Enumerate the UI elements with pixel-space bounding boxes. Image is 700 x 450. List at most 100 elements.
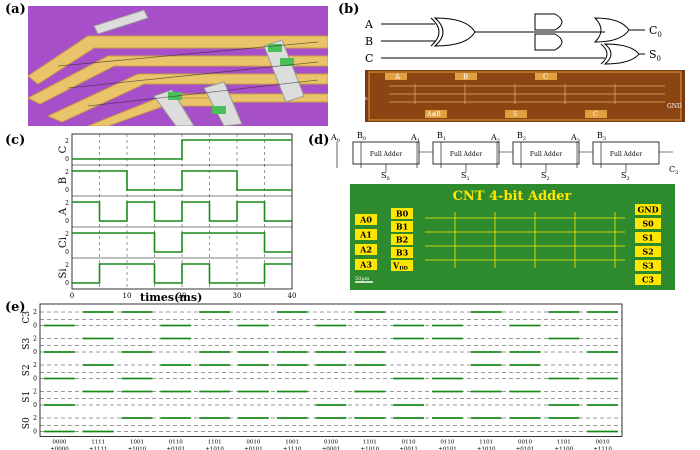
xtick-bottom: +0101 <box>516 447 535 450</box>
trace-Ci <box>72 232 292 253</box>
channel-label-S3: S3 <box>22 338 32 350</box>
channel-label-S0: S0 <box>22 417 32 429</box>
xtick-top: 1111 <box>91 440 105 446</box>
chip-label-b0-pad <box>391 208 413 219</box>
input-b3: B3 <box>597 132 606 142</box>
xtick-bottom: +0001 <box>322 447 341 450</box>
wire <box>496 142 593 172</box>
ytick-zero: 0 <box>65 280 69 287</box>
xor-gate-1 <box>433 17 476 47</box>
xtick-top: 0110 <box>402 440 416 446</box>
chip-label-b1: B1 <box>396 222 408 232</box>
channel-label-S1: S1 <box>22 391 32 403</box>
xtick-top: 1001 <box>130 440 144 446</box>
wire <box>336 142 433 172</box>
ytick-top: 2 <box>33 309 37 316</box>
xtick-bottom: +1010 <box>128 447 147 450</box>
xtick-bottom: +1110 <box>283 447 302 450</box>
xtick-label: 30 <box>233 292 242 300</box>
input-b1: B1 <box>437 132 446 142</box>
scale-bar-label: 50μm <box>355 276 370 282</box>
xtick-label: 20 <box>178 292 187 300</box>
and-gate-2 <box>534 33 563 51</box>
channel-label-S2: S2 <box>22 364 32 376</box>
full-adder-label: Full Adder <box>530 151 562 158</box>
ytick-top: 2 <box>65 169 69 176</box>
bridge-structures <box>93 9 305 126</box>
ytick-zero: 0 <box>65 249 69 256</box>
xtick-bottom: +0000 <box>50 447 69 450</box>
ytick-zero: 0 <box>33 349 37 356</box>
chip-label-a1-pad <box>355 229 377 240</box>
input-a3: A3 <box>570 133 580 144</box>
panel-c-label: (c) <box>5 133 26 148</box>
input-a2: A2 <box>490 133 500 144</box>
xtick-top: 1101 <box>208 440 222 446</box>
chip-label-s1-pad <box>635 232 661 243</box>
xtick-top: 1001 <box>285 440 299 446</box>
xtick-label: 0 <box>70 292 74 300</box>
ytick-top: 2 <box>65 262 69 269</box>
input-a1: A1 <box>410 133 420 144</box>
ytick-top: 2 <box>65 231 69 238</box>
xtick-bottom: +0101 <box>438 447 457 450</box>
xtick-top: 1101 <box>479 440 493 446</box>
input-c-label: C <box>365 52 373 65</box>
ytick-top: 2 <box>65 138 69 145</box>
chip-label-b1-pad <box>391 221 413 232</box>
chip-label-b3-pad <box>391 247 413 258</box>
xtick-bottom: +1100 <box>554 447 573 450</box>
chip-label-vdd-pad <box>391 260 413 271</box>
xtick-bottom: +1111 <box>89 447 108 450</box>
xtick-bottom: +1010 <box>360 447 379 450</box>
channel-label-Si: Si <box>58 268 69 278</box>
ytick-zero: 0 <box>33 376 37 383</box>
chip-label-c3: C3 <box>642 275 654 285</box>
output-s-label: S0 <box>649 48 661 63</box>
xtick-top: 0100 <box>324 440 338 446</box>
chip-label-a2: A2 <box>359 245 372 255</box>
output-s1: S1 <box>461 171 470 182</box>
full-adder-label: Full Adder <box>450 151 482 158</box>
chip-micrograph: A B C A⊕B S C VDD GND <box>356 70 685 122</box>
chip-label-a3-pad <box>355 259 377 270</box>
chip-label-b3: B3 <box>396 248 409 258</box>
channel-label-B: B <box>58 177 69 184</box>
ytick-top: 2 <box>65 200 69 207</box>
xtick-bottom: +1010 <box>205 447 224 450</box>
chip-label-s2: S2 <box>642 247 653 257</box>
chip-pad-s: S <box>513 111 517 118</box>
chip-label-s1: S1 <box>642 233 653 243</box>
output-s0: S0 <box>381 171 390 182</box>
chip-pad-c-out: C <box>593 111 598 118</box>
chip-label-s2-pad <box>635 246 661 257</box>
panel-b: A B C C0 S0 A B C A⊕B S C VDD GND <box>356 13 685 122</box>
xtick-label: 40 <box>288 292 297 300</box>
panel-e-label: (e) <box>5 300 26 315</box>
full-adder-label: Full Adder <box>370 151 402 158</box>
chip-label-a0: A0 <box>359 215 372 225</box>
xtick-top: 0110 <box>169 440 183 446</box>
output-c-label: C0 <box>649 24 662 39</box>
input-a0: A0 <box>330 133 340 144</box>
xtick-bottom: +0101 <box>244 447 263 450</box>
panel-c-xlabel: times(ms) <box>140 291 203 304</box>
and-gate-1 <box>534 13 563 31</box>
panel-a-label: (a) <box>5 2 26 17</box>
trace-C <box>72 139 292 160</box>
chip-label-gnd-pad <box>635 204 661 215</box>
chip-label-s0: S0 <box>642 219 654 229</box>
output-s2: S2 <box>541 171 550 182</box>
chip-label-gnd: GND <box>637 205 658 215</box>
chip-label-c3-pad <box>635 274 661 285</box>
chip-pad-b: B <box>463 73 468 81</box>
output-s3: S3 <box>621 171 630 182</box>
panel-b-label: (b) <box>338 2 360 17</box>
ytick-top: 2 <box>33 389 37 396</box>
chip-pad-a: A <box>394 73 401 81</box>
chip-title: CNT 4-bit Adder <box>453 189 572 204</box>
